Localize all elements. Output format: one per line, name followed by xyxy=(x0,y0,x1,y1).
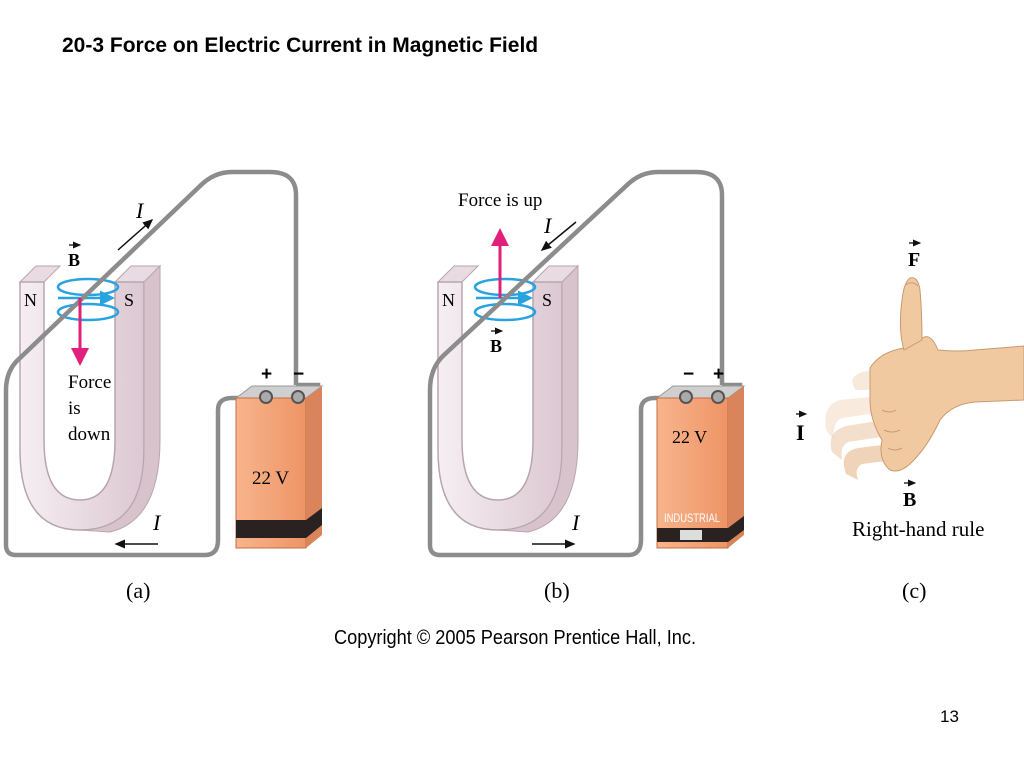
battery-b-voltage: 22 V xyxy=(672,427,707,447)
magnet-b-south: S xyxy=(542,290,552,310)
force-text-a-line3: down xyxy=(68,424,111,445)
rule-label: Right-hand rule xyxy=(852,517,984,541)
battery-a-voltage: 22 V xyxy=(252,468,289,489)
battery-b-minus: − xyxy=(683,364,694,385)
field-label-c: B xyxy=(903,489,916,511)
battery-a-plus: + xyxy=(261,364,272,385)
field-loop-b-bottom xyxy=(473,302,537,322)
wire-a xyxy=(3,169,299,558)
field-loop-a-bottom xyxy=(56,302,120,322)
force-text-a-line2: is xyxy=(68,398,81,419)
force-text-a-line1: Force xyxy=(68,372,111,393)
magnet-b-north: N xyxy=(442,290,455,310)
battery-a-minus: − xyxy=(293,364,304,385)
magnet-a-north: N xyxy=(24,290,37,310)
current-label-b-bottom: I xyxy=(571,510,581,535)
magnet-a-south: S xyxy=(124,290,134,310)
current-label-b-top: I xyxy=(543,213,553,238)
panel-c: F I B Right-hand rule (c) xyxy=(796,239,1024,603)
current-label-a-bottom: I xyxy=(152,510,162,535)
panel-a: N S B I I Force is down 22 xyxy=(3,169,324,603)
copyright: Copyright © 2005 Pearson Prentice Hall, … xyxy=(334,627,696,649)
page-number: 13 xyxy=(940,707,959,726)
current-arrow-b-top xyxy=(540,221,577,251)
field-label-a: B xyxy=(68,250,80,270)
battery-a-terminal-plus xyxy=(259,390,273,404)
battery-a-terminal-minus xyxy=(291,390,305,404)
caption-c: (c) xyxy=(902,578,926,603)
caption-a: (a) xyxy=(126,578,150,603)
battery-b-terminal-plus xyxy=(711,390,725,404)
force-label-b: Force is up xyxy=(458,190,542,211)
battery-b-terminal-minus xyxy=(679,390,693,404)
battery-a: 22 V xyxy=(234,385,324,549)
current-arrow-a-top xyxy=(117,219,154,251)
force-label-c: F xyxy=(908,249,920,271)
wire-b xyxy=(427,169,725,558)
current-label-a-top: I xyxy=(135,198,145,223)
battery-b-plus: + xyxy=(713,364,724,385)
slide-title: 20-3 Force on Electric Current in Magnet… xyxy=(62,34,539,57)
caption-b: (b) xyxy=(544,578,570,603)
field-label-b: B xyxy=(490,336,502,356)
battery-b-brand: INDUSTRIAL xyxy=(664,511,720,525)
current-label-c: I xyxy=(796,420,805,445)
field-loop-b-top xyxy=(473,277,537,297)
panel-b: N S Force is up B I I 22 V INDUSTRIAL − … xyxy=(427,169,746,603)
right-hand xyxy=(825,277,1024,480)
battery-b: 22 V INDUSTRIAL xyxy=(655,385,746,549)
